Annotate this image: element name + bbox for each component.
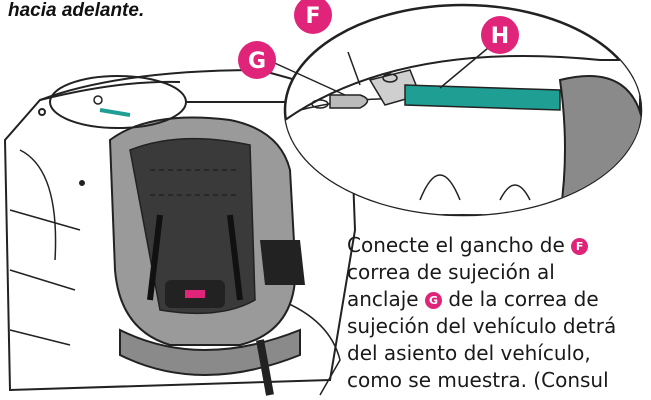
callout-g-label: G (248, 49, 266, 74)
inline-callout-f: F (571, 238, 589, 255)
section-heading: hacia adelante. (8, 0, 145, 21)
instruction-line-3: anclaje G de la correa de (347, 286, 651, 313)
instruction-line-4: sujeción del vehículo detrá (347, 314, 617, 338)
instruction-text: Conecte el gancho de F correa de sujeció… (347, 232, 651, 394)
callout-f-label: F (305, 4, 320, 29)
instruction-line-1-text: Conecte el gancho de (347, 233, 565, 257)
tether-strap-small (99, 108, 131, 117)
instruction-line-5: del asiento del vehículo, (347, 341, 591, 365)
callout-h: H (481, 16, 519, 54)
callout-f: F (294, 0, 332, 34)
zoom-detail (267, 3, 643, 217)
instruction-line-6: como se muestra. (Consul (347, 368, 609, 392)
instruction-line-1: Conecte el gancho de F (347, 232, 651, 259)
child-car-seat (108, 116, 305, 396)
instruction-line-3a: anclaje (347, 287, 419, 311)
inline-callout-g: G (424, 292, 442, 309)
instruction-line-3b: de la correa de (448, 287, 599, 311)
callout-h-label: H (491, 24, 509, 49)
instruction-line-2: correa de sujeción al (347, 260, 555, 284)
callout-g: G (238, 41, 276, 79)
